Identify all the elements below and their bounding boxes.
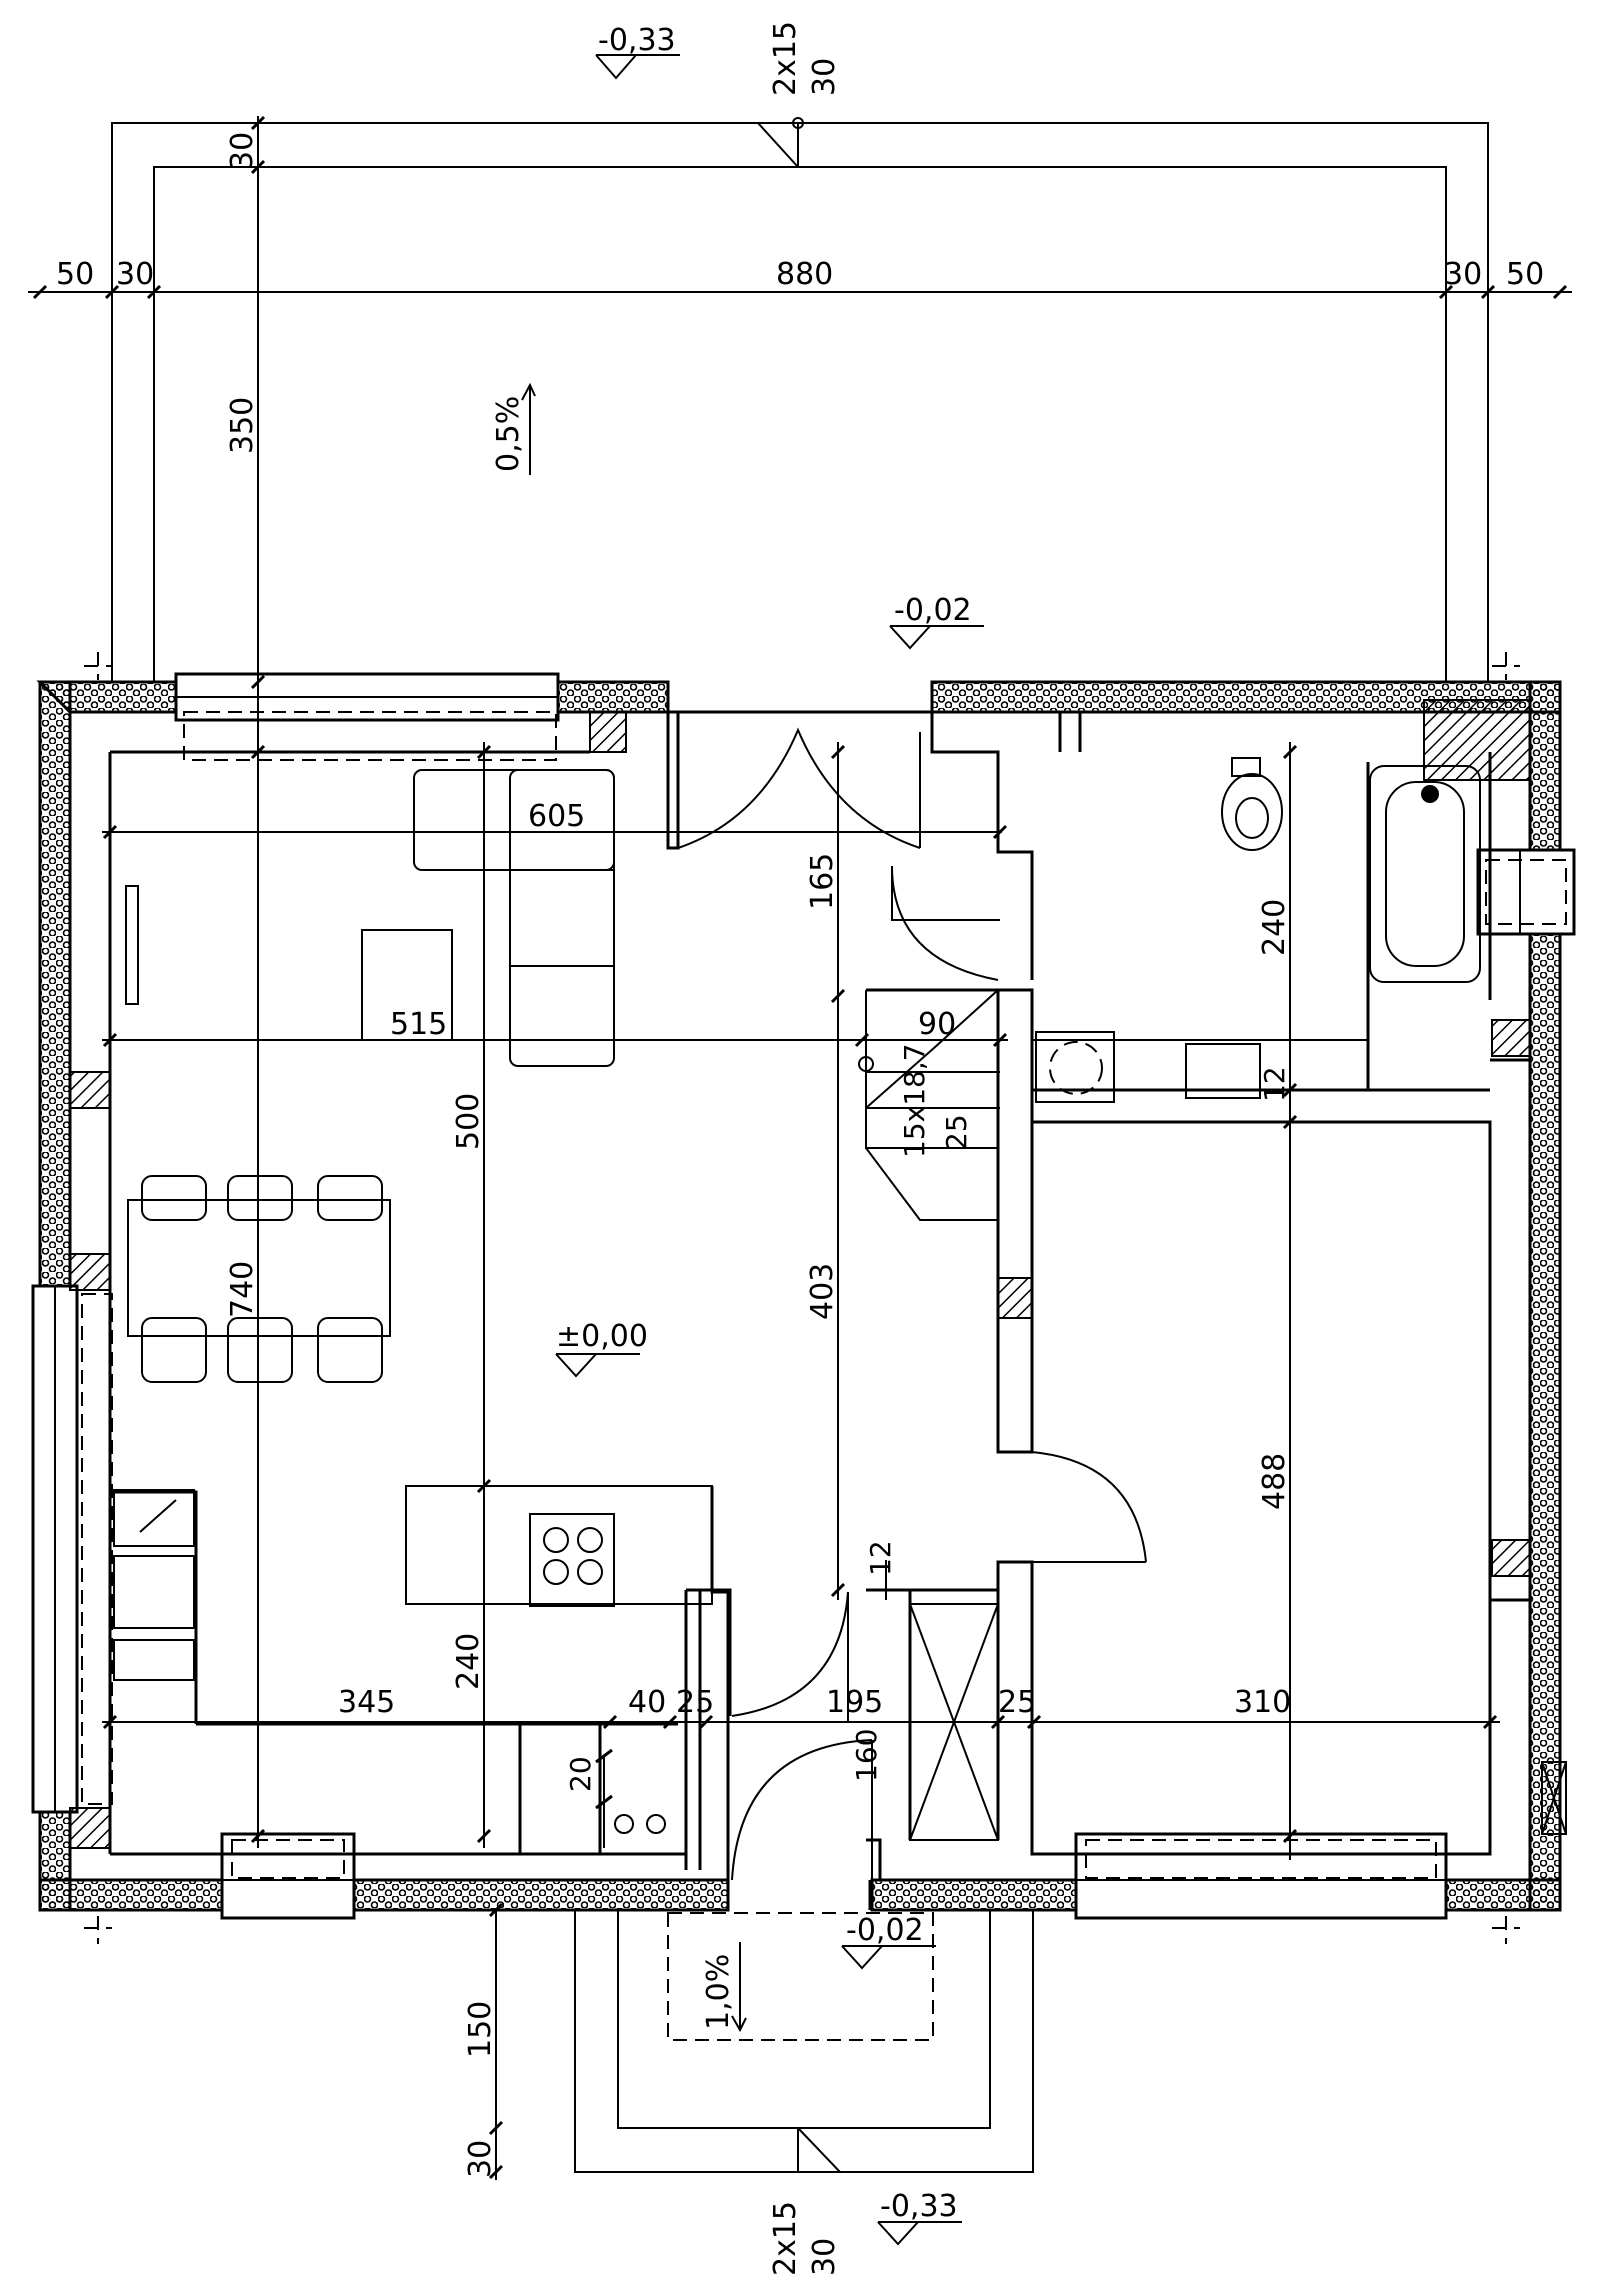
dim-gap-12a: 12 bbox=[1258, 1066, 1291, 1102]
dim-kitchen-40: 40 bbox=[628, 1685, 666, 1720]
dim-kitchen-240: 240 bbox=[451, 1633, 486, 1690]
dim-top-left-wall: 50 bbox=[56, 257, 94, 292]
dim-top-right-step: 30 bbox=[1444, 257, 1482, 292]
dim-chimney-20: 20 bbox=[564, 1756, 597, 1792]
dim-overall-width: 880 bbox=[776, 257, 833, 292]
dim-entrance-step: 30 bbox=[463, 2140, 498, 2178]
dim-living-515: 515 bbox=[390, 1007, 447, 1042]
dim-top-right-wall: 50 bbox=[1506, 257, 1544, 292]
washbasin bbox=[1185, 1043, 1261, 1099]
level-floor: ±0,00 bbox=[556, 1319, 648, 1354]
furniture bbox=[113, 769, 713, 1834]
interior-walls bbox=[108, 710, 1530, 1910]
level-top-outer: -0,33 bbox=[598, 23, 676, 58]
entrance-porch bbox=[574, 1910, 1034, 2173]
entrance-slope-arrow bbox=[731, 1942, 747, 2033]
stairs-bottom-steps: 2x15 bbox=[768, 2201, 803, 2276]
bathtub bbox=[1369, 765, 1481, 983]
dim-terrace-depth: 350 bbox=[225, 397, 260, 454]
washer bbox=[1035, 1031, 1115, 1103]
slope-terrace: 0,5% bbox=[491, 396, 526, 472]
dim-bath-240: 240 bbox=[1257, 899, 1292, 956]
dim-room-488: 488 bbox=[1257, 1453, 1292, 1510]
dim-left-740: 740 bbox=[225, 1261, 260, 1318]
dim-wall-25b: 25 bbox=[998, 1685, 1036, 1720]
bathroom-fixtures bbox=[1032, 757, 1481, 1103]
kitchen-counter bbox=[113, 1485, 713, 1681]
grid-crosshairs bbox=[84, 652, 1520, 1944]
dim-stair-90: 90 bbox=[918, 1007, 956, 1042]
dim-kitchen-345: 345 bbox=[338, 1685, 395, 1720]
dim-hall-165: 165 bbox=[805, 853, 840, 910]
fridge bbox=[125, 885, 139, 1005]
dim-living-500: 500 bbox=[451, 1093, 486, 1150]
chimney-boiler bbox=[614, 1814, 666, 1834]
windows bbox=[31, 672, 1576, 1920]
dim-terrace-step: 30 bbox=[225, 132, 260, 170]
dim-living-605: 605 bbox=[528, 799, 585, 834]
dim-gap-12b: 12 bbox=[864, 1540, 897, 1576]
level-markers bbox=[555, 54, 984, 2246]
hob bbox=[529, 1513, 615, 1607]
dim-top-left-step: 30 bbox=[116, 257, 154, 292]
terrace-slope-arrow bbox=[521, 382, 536, 475]
level-terrace: -0,02 bbox=[894, 593, 972, 628]
stairs-bottom-tread: 30 bbox=[807, 2238, 842, 2276]
exterior-walls bbox=[36, 680, 1562, 1912]
toilet bbox=[1221, 773, 1283, 851]
terrace bbox=[111, 117, 1489, 682]
stairs-inner-tread: 25 bbox=[940, 1114, 973, 1150]
sink bbox=[113, 1555, 195, 1629]
dim-room-310: 310 bbox=[1234, 1685, 1291, 1720]
stairs-inner: 15x18,7 bbox=[898, 1043, 931, 1158]
dim-hall-403: 403 bbox=[805, 1263, 840, 1320]
stairs-top-tread: 30 bbox=[807, 58, 842, 96]
slope-entrance: 1,0% bbox=[701, 1954, 736, 2030]
dim-wall-25a: 25 bbox=[676, 1685, 714, 1720]
toilet-tank bbox=[1231, 757, 1261, 777]
doors bbox=[677, 727, 1147, 1881]
stairs-top-steps: 2x15 bbox=[768, 21, 803, 96]
level-bottom-outer: -0,33 bbox=[880, 2189, 958, 2224]
labels: -0,33 2x15 30 50 30 880 30 50 30 350 0,5… bbox=[56, 21, 1544, 2276]
sofa-side bbox=[509, 769, 615, 1067]
dim-hall-195: 195 bbox=[826, 1685, 883, 1720]
dim-door-160: 160 bbox=[850, 1729, 883, 1782]
dim-entrance-150: 150 bbox=[463, 2001, 498, 2058]
dining-chairs bbox=[141, 1175, 383, 1383]
dimension-lines bbox=[28, 115, 1572, 2180]
level-entrance: -0,02 bbox=[846, 1913, 924, 1948]
